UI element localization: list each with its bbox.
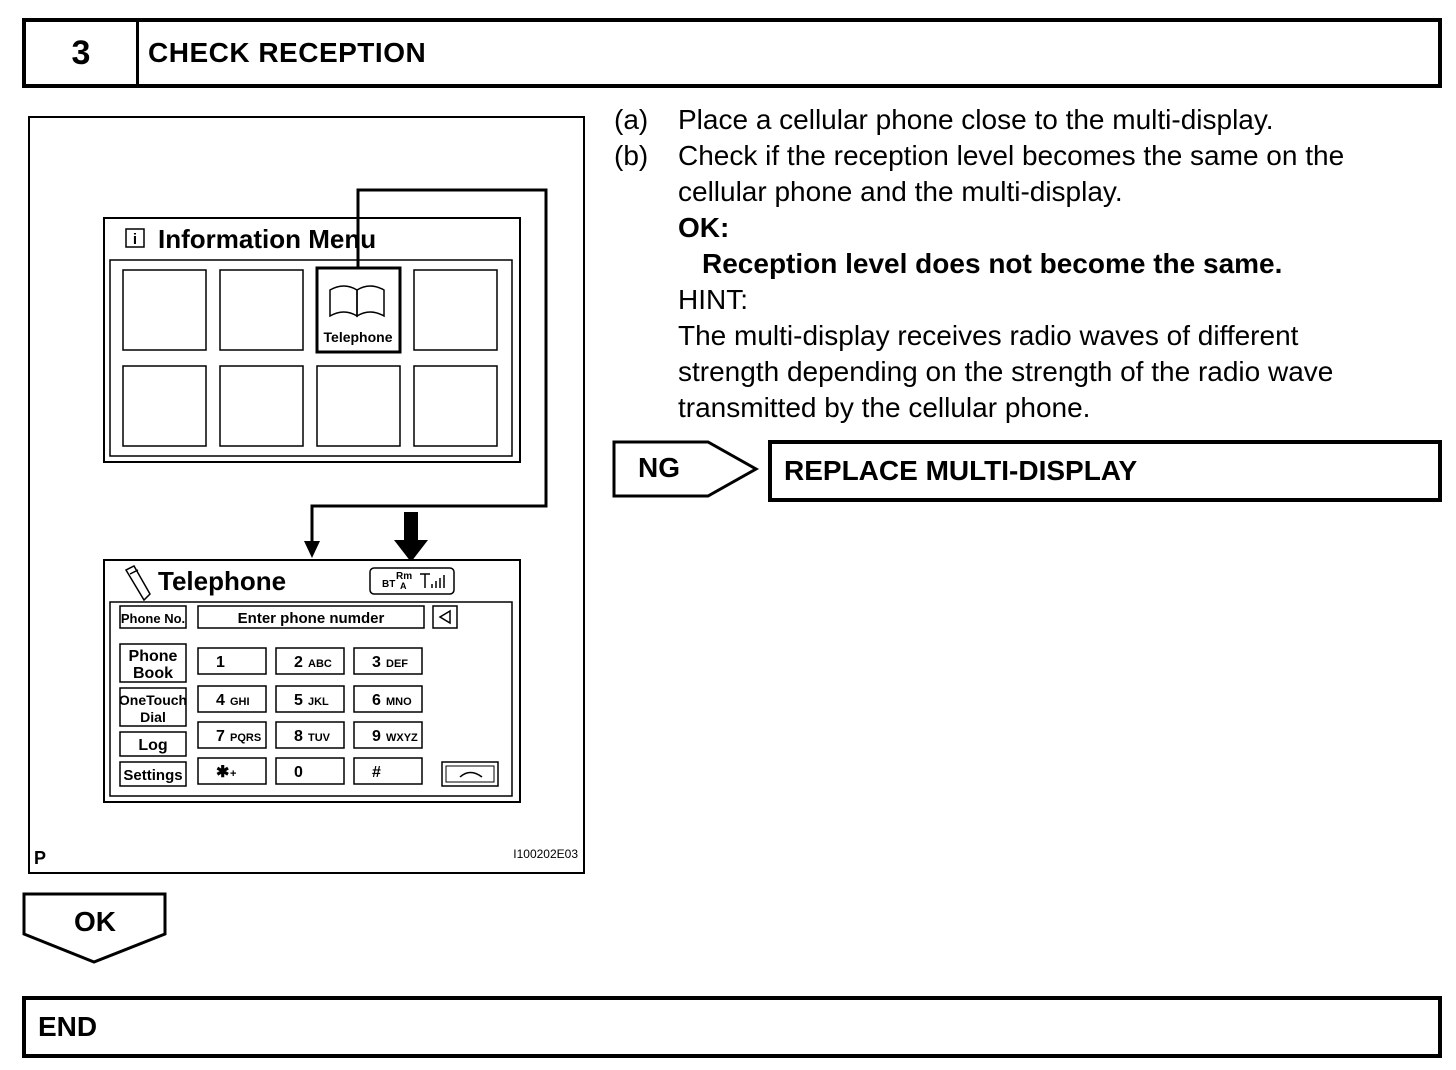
phone-no-label-box [119, 605, 187, 629]
keypad-key-letters: WXYZ [386, 732, 418, 744]
keypad-key-1: 1 [197, 647, 267, 675]
hint-line2: strength depending on the strength of th… [678, 356, 1334, 387]
svg-text:A: A [400, 581, 407, 591]
log-button [119, 731, 187, 757]
onetouch-dial-button [119, 687, 187, 727]
telephone-title: Telephone [158, 566, 286, 596]
svg-text:Rm: Rm [396, 571, 412, 582]
ok-arrow [22, 892, 167, 964]
keypad-key-11: 0 [275, 757, 345, 785]
settings-label: Settings [123, 767, 182, 784]
ok-criteria: Reception level does not become the same… [702, 248, 1283, 279]
figure-corner-label: P [34, 848, 46, 868]
telephone-tile [315, 266, 402, 354]
keypad-key-letters: DEF [386, 658, 408, 670]
ok-label: OK: [678, 212, 730, 243]
phone-book-label-1: Phone [129, 648, 178, 665]
info-menu-tiles [122, 269, 498, 447]
keypad-key-number: 8 [294, 728, 303, 745]
keypad-key-number: 1 [216, 654, 225, 671]
keypad-key-3: 3 DEF [353, 647, 423, 675]
keypad-key-number: 4 [216, 692, 225, 709]
keypad-key-10: ✱+ [197, 757, 267, 785]
phone-input-field [197, 605, 425, 629]
keypad-key-12: # [353, 757, 423, 785]
keypad-key-letters: GHI [230, 696, 250, 708]
step-a-text: Place a cellular phone close to the mult… [678, 104, 1274, 135]
antenna-icon [420, 573, 445, 588]
keypad-key-letters: TUV [308, 732, 331, 744]
call-button [441, 761, 499, 787]
keypad-key-number: 5 [294, 692, 303, 709]
book-icon [329, 285, 385, 318]
flow-arrow-head [304, 541, 320, 558]
settings-button [119, 761, 187, 787]
signal-arrow-head [394, 540, 428, 562]
phone-input-text: Enter phone numder [238, 610, 385, 627]
phone-book-label-2: Book [133, 665, 173, 682]
keypad-key-5: 5 JKL [275, 685, 345, 713]
phone-book-button [119, 643, 187, 683]
telephone-tile-label: Telephone [324, 329, 393, 345]
keypad-key-letters: ABC [308, 658, 332, 670]
signal-arrow-shaft [404, 512, 418, 542]
step-header: 3 CHECK RECEPTION [22, 18, 1442, 88]
ng-label: NG [638, 452, 680, 483]
ok-flow-label: OK [74, 906, 116, 937]
keypad-key-number: 3 [372, 654, 381, 671]
keypad-key-number: 7 [216, 728, 225, 745]
hint-label: HINT: [678, 284, 748, 315]
keypad-key-6: 6 MNO [353, 685, 423, 713]
keypad-key-2: 2 ABC [275, 647, 345, 675]
figure-illustration: i Information Menu Telephone [34, 188, 578, 868]
keypad-key-letters: + [230, 768, 236, 780]
figure-code: I100202E03 [513, 847, 578, 861]
keypad-key-7: 7 PQRS [197, 721, 267, 749]
keypad-key-number: 6 [372, 692, 381, 709]
hint-line1: The multi-display receives radio waves o… [678, 320, 1299, 351]
signal-status-indicator: BT Rm A [369, 567, 455, 595]
keypad-key-number: 0 [294, 764, 303, 781]
handset-icon [459, 771, 483, 778]
keypad-key-8: 8 TUV [275, 721, 345, 749]
step-b-line1: Check if the reception level becomes the… [678, 140, 1345, 171]
hint-line3: transmitted by the cellular phone. [678, 392, 1091, 423]
flow-line [310, 188, 548, 543]
ng-action-text: REPLACE MULTI-DISPLAY [784, 455, 1138, 486]
svg-text:BT: BT [382, 579, 395, 590]
keypad-key-9: 9 WXYZ [353, 721, 423, 749]
keypad-key-letters: JKL [308, 696, 329, 708]
ng-arrow [612, 440, 760, 498]
svg-text:i: i [133, 231, 137, 248]
info-menu-title: Information Menu [158, 224, 376, 254]
step-b-marker: (b) [614, 140, 649, 171]
figure-panel: i Information Menu Telephone [28, 116, 585, 874]
keypad-key-number: 9 [372, 728, 381, 745]
log-label: Log [138, 737, 167, 754]
end-box: END [22, 996, 1442, 1058]
onetouch-label-1: OneTouch [119, 692, 187, 708]
info-icon: i [125, 228, 145, 248]
keypad-key-number: 2 [294, 654, 303, 671]
step-b-line2: cellular phone and the multi-display. [678, 176, 1123, 207]
backspace-icon [432, 605, 458, 629]
ng-action-box: REPLACE MULTI-DISPLAY [768, 440, 1442, 502]
keypad-key-4: 4 GHI [197, 685, 267, 713]
step-number: 3 [26, 22, 139, 84]
phone-no-label: Phone No. [121, 611, 185, 626]
phone-handset-icon [124, 565, 151, 602]
step-title: CHECK RECEPTION [148, 37, 427, 68]
keypad-key-number: # [372, 764, 381, 781]
end-label: END [38, 1011, 98, 1042]
keypad-key-letters: PQRS [230, 732, 261, 744]
onetouch-label-2: Dial [140, 709, 166, 725]
keypad-key-letters: MNO [386, 696, 412, 708]
step-a-marker: (a) [614, 104, 649, 135]
keypad-key-number: ✱ [216, 764, 229, 781]
